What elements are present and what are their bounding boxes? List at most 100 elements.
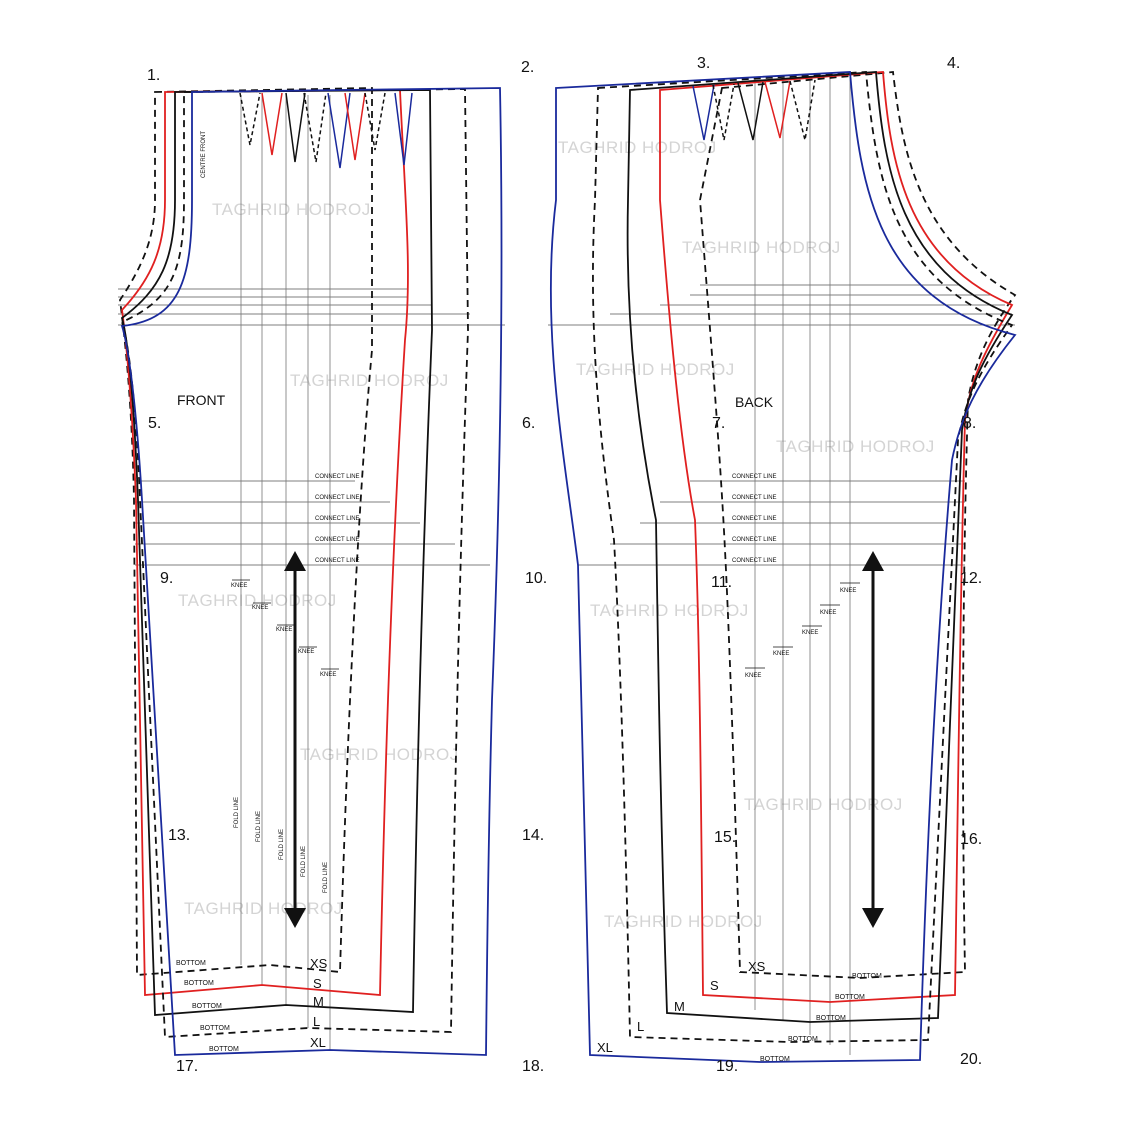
fold-line-label: FOLD LINE (323, 862, 329, 893)
connect-line-label: CONNECT LINE (315, 537, 360, 543)
bottom-label: BOTTOM (760, 1056, 790, 1063)
front-outline-m (120, 89, 433, 1016)
back-outline-m (626, 71, 1014, 1023)
back-knee-marks (745, 582, 860, 669)
knee-label: KNEE (840, 588, 856, 594)
size-label-m: M (674, 999, 685, 1014)
bottom-label: BOTTOM (835, 994, 865, 1001)
page-number: 14. (522, 827, 544, 844)
bottom-label: BOTTOM (209, 1046, 239, 1053)
knee-label: KNEE (276, 627, 292, 633)
front-darts (239, 92, 413, 169)
size-label-xs: XS (310, 956, 328, 971)
front-outline-s (121, 89, 409, 996)
fold-line-label: FOLD LINE (256, 811, 262, 842)
size-label-xl: XL (597, 1040, 613, 1055)
front-pattern: KNEE KNEE KNEE KNEE KNEE CONNECT LINE CO… (118, 87, 505, 1056)
back-grain-arrow (862, 551, 884, 928)
back-title: BACK (735, 394, 774, 410)
bottom-label: BOTTOM (192, 1003, 222, 1010)
connect-line-label: CONNECT LINE (732, 516, 777, 522)
page-number: 3. (697, 55, 710, 72)
connect-line-label: CONNECT LINE (732, 495, 777, 501)
back-outline-s (659, 71, 1014, 1003)
size-label-xs: XS (748, 959, 766, 974)
page-number: 17. (176, 1058, 198, 1075)
watermark-text: TAGHRID HODROJ (744, 795, 903, 814)
page-number: 18. (522, 1058, 544, 1075)
watermark-text: TAGHRID HODROJ (590, 601, 749, 620)
size-label-xl: XL (310, 1035, 326, 1050)
page-number: 9. (160, 570, 173, 587)
page-number: 5. (148, 415, 161, 432)
page-number: 10. (525, 570, 547, 587)
connect-line-label: CONNECT LINE (732, 537, 777, 543)
watermark-text: TAGHRID HODROJ (576, 360, 735, 379)
back-fold-lines (754, 72, 851, 1055)
connect-line-label: CONNECT LINE (732, 474, 777, 480)
back-pattern: KNEE KNEE KNEE KNEE KNEE CONNECT LINE CO… (548, 71, 1017, 1063)
page-number: 12. (960, 570, 982, 587)
page-number: 19. (716, 1058, 738, 1075)
knee-label: KNEE (298, 649, 314, 655)
bottom-label: BOTTOM (184, 980, 214, 987)
back-outline-xs (699, 71, 1017, 979)
page-number: 7. (712, 415, 725, 432)
watermark-text: TAGHRID HODROJ (300, 745, 459, 764)
front-outline-xs (119, 87, 373, 976)
knee-label: KNEE (773, 651, 789, 657)
knee-label: KNEE (231, 583, 247, 589)
back-outline-xl (549, 71, 1017, 1063)
page-number: 20. (960, 1051, 982, 1068)
page-number: 13. (168, 827, 190, 844)
centre-front-label: CENTRE FRONT (201, 131, 207, 178)
size-label-s: S (710, 978, 719, 993)
watermark-text: TAGHRID HODROJ (604, 912, 763, 931)
bottom-label: BOTTOM (200, 1025, 230, 1032)
connect-line-label: CONNECT LINE (315, 495, 360, 501)
page-number: 4. (947, 55, 960, 72)
connect-line-label: CONNECT LINE (315, 474, 360, 480)
back-guide-lines (548, 284, 1015, 566)
knee-label: KNEE (802, 630, 818, 636)
page-number: 6. (522, 415, 535, 432)
bottom-label: BOTTOM (176, 960, 206, 967)
front-outline-l (120, 88, 469, 1038)
watermark-text: TAGHRID HODROJ (558, 138, 717, 157)
page-number: 8. (963, 415, 976, 432)
page-number: 16. (960, 831, 982, 848)
knee-label: KNEE (820, 610, 836, 616)
watermark-text: TAGHRID HODROJ (184, 899, 343, 918)
back-outline-l (592, 71, 1014, 1043)
front-grain-arrow (284, 551, 306, 928)
bottom-label: BOTTOM (816, 1015, 846, 1022)
size-label-l: L (637, 1019, 644, 1034)
watermark-text: TAGHRID HODROJ (682, 238, 841, 257)
connect-line-label: CONNECT LINE (315, 558, 360, 564)
knee-label: KNEE (252, 605, 268, 611)
size-label-s: S (313, 976, 322, 991)
page-number: 1. (147, 67, 160, 84)
front-knee-marks (232, 579, 339, 670)
front-title: FRONT (177, 392, 226, 408)
knee-label: KNEE (745, 673, 761, 679)
watermark-text: TAGHRID HODROJ (178, 591, 337, 610)
page-number: 11. (711, 574, 732, 591)
page-number: 2. (521, 59, 534, 76)
fold-line-label: FOLD LINE (279, 829, 285, 860)
size-label-m: M (313, 994, 324, 1009)
connect-line-label: CONNECT LINE (315, 516, 360, 522)
watermark-text: TAGHRID HODROJ (212, 200, 371, 219)
front-guide-lines (118, 288, 505, 566)
front-outline-xl (120, 87, 503, 1056)
back-darts (692, 79, 816, 141)
page-number: 15. (714, 829, 736, 846)
front-fold-lines (240, 95, 331, 1050)
size-label-l: L (313, 1014, 320, 1029)
bottom-label: BOTTOM (852, 973, 882, 980)
watermark-layer: TAGHRID HODROJ TAGHRID HODROJ TAGHRID HO… (178, 138, 935, 931)
knee-label: KNEE (320, 672, 336, 678)
watermark-text: TAGHRID HODROJ (776, 437, 935, 456)
